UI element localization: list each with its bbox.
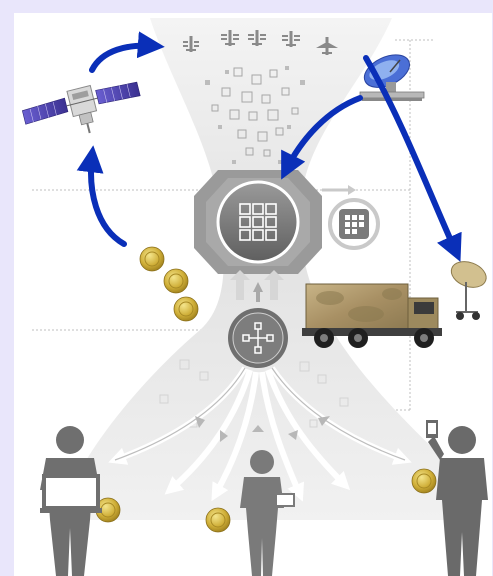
flow-satellite-to-aircraft [89, 31, 165, 73]
coin-2 [163, 268, 189, 294]
mobile-command-truck-icon [302, 283, 442, 348]
truck-dish-icon [450, 261, 487, 320]
data-squares [211, 67, 299, 157]
flow-hub-to-satellite [76, 145, 127, 247]
up-arrow [253, 282, 263, 292]
uav-1-icon [183, 36, 199, 52]
uav-2-icon [221, 30, 239, 46]
flow-dish-to-truck [363, 55, 462, 262]
lower-data-squares [159, 359, 349, 428]
network-router-icon [228, 308, 288, 368]
coins [95, 246, 437, 533]
coin-6 [411, 468, 437, 494]
coin-3 [173, 296, 199, 322]
airplane-icon [316, 37, 338, 55]
small-data-cube-icon [328, 198, 380, 250]
soldier-with-handheld-icon [426, 420, 488, 576]
processing-hub-icon [194, 170, 322, 274]
flow-arrows [76, 31, 462, 262]
hub-to-subhub-arrow [322, 185, 356, 195]
hub-router-connectors [230, 270, 284, 300]
coin-5 [205, 507, 231, 533]
uav-3-icon [248, 30, 266, 46]
data-dots [205, 66, 305, 164]
coin-1 [139, 246, 165, 272]
uav-4-icon [282, 31, 300, 47]
distribution-arrow-edges [114, 367, 406, 461]
soldier-with-laptop-icon [40, 426, 102, 576]
aircraft-row [183, 30, 338, 55]
coin-details [100, 251, 432, 528]
return-arrow-heads [195, 416, 330, 442]
flow-dish-to-hub [281, 95, 363, 180]
up-arrow-stem [256, 292, 260, 302]
soldier-with-tablet-icon [240, 450, 295, 576]
satellite-icon [21, 81, 141, 134]
